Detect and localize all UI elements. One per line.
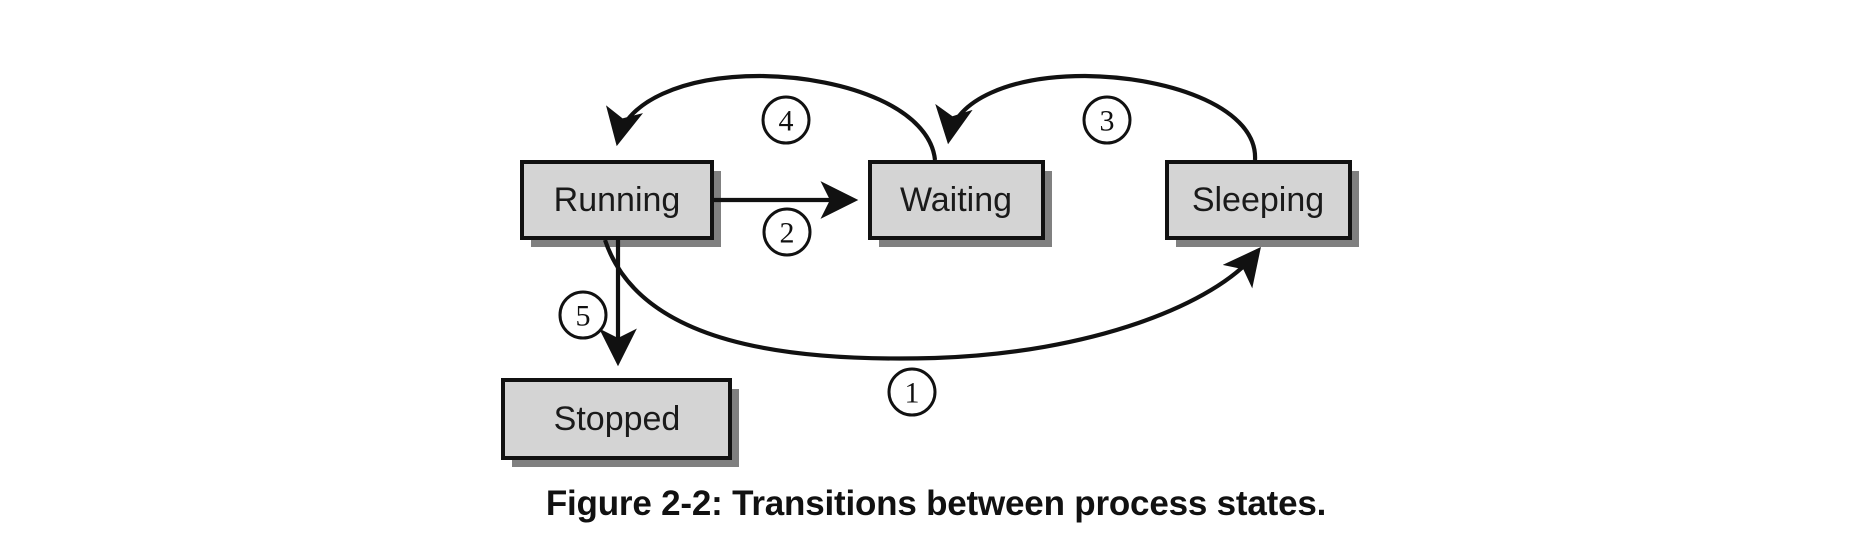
state-box-running-rect <box>520 160 714 240</box>
transition-label-2-circle <box>762 207 812 257</box>
transition-label-5-number: 5 <box>576 300 591 333</box>
transition-label-3: 3 <box>1082 95 1132 145</box>
transition-label-5-circle <box>558 290 608 340</box>
state-box-waiting-label: Waiting <box>900 181 1012 219</box>
transition-label-4-circle <box>761 95 811 145</box>
transition-label-2: 2 <box>762 207 812 257</box>
state-box-waiting-rect <box>868 160 1045 240</box>
state-box-sleeping-rect <box>1165 160 1352 240</box>
state-box-running-label: Running <box>554 181 681 219</box>
transition-1-path <box>603 239 1261 361</box>
transition-4-path <box>606 73 938 161</box>
state-boxes-layer: Running Waiting Sleeping Stopped <box>501 160 1352 460</box>
state-box-running[interactable]: Running <box>520 160 714 240</box>
state-box-sleeping-label: Sleeping <box>1192 181 1324 219</box>
transition-3-path <box>935 73 1258 161</box>
transition-label-4-number: 4 <box>779 105 794 138</box>
transition-label-1: 1 <box>887 367 937 417</box>
state-box-stopped-label: Stopped <box>554 400 681 438</box>
figure-caption: Figure 2-2: Transitions between process … <box>545 484 1327 523</box>
state-box-sleeping[interactable]: Sleeping <box>1165 160 1352 240</box>
state-box-stopped[interactable]: Stopped <box>501 378 732 460</box>
transitions-layer <box>599 73 1261 367</box>
state-box-stopped-rect <box>501 378 732 460</box>
transition-label-4: 4 <box>761 95 811 145</box>
transition-label-2-number: 2 <box>780 217 795 250</box>
transition-label-1-number: 1 <box>905 377 920 410</box>
transition-label-5: 5 <box>558 290 608 340</box>
transition-label-3-number: 3 <box>1100 105 1115 138</box>
state-box-waiting[interactable]: Waiting <box>868 160 1045 240</box>
transition-label-3-circle <box>1082 95 1132 145</box>
transition-label-1-circle <box>887 367 937 417</box>
transition-labels-layer: 1 2 3 4 5 <box>558 95 1132 417</box>
